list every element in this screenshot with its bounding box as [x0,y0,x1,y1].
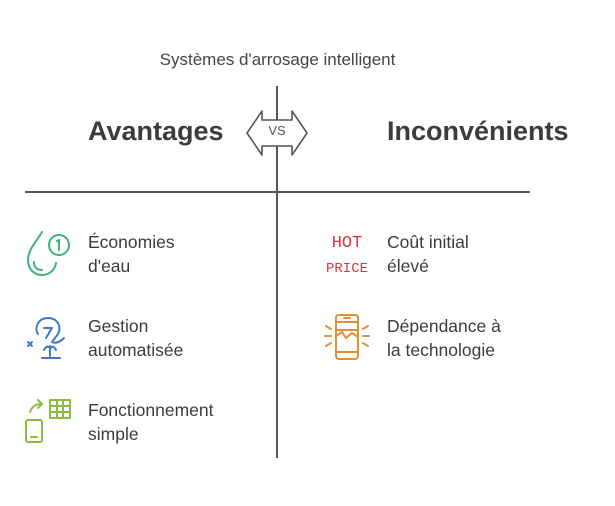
item-label-line2: automatisée [88,340,184,360]
item-water-savings: Économies d'eau [88,230,258,278]
item-label-line1: Dépendance à [387,316,501,336]
hot-price-icon: HOT PRICE [326,234,368,277]
item-label-line2: d'eau [88,256,131,276]
vs-label: VS [268,123,286,138]
disadvantages-heading: Inconvénients [387,116,569,146]
horizontal-divider [25,191,530,193]
robot-watering-icon [27,317,65,359]
item-label-line1: Gestion [88,316,149,336]
broken-phone-icon [324,314,370,360]
item-label-line2: la technologie [387,340,495,360]
item-label-line1: Coût initial [387,232,469,252]
vs-arrow-shape [246,110,308,156]
price-text: PRICE [326,261,368,277]
advantages-heading: Avantages [88,116,224,146]
phone-grid-icon [25,399,71,443]
hot-text: HOT [332,234,363,253]
item-label-line2: élevé [387,256,429,276]
item-label-line2: simple [88,424,139,444]
item-technology-dependence: Dépendance à la technologie [387,314,557,362]
water-drop-coin-icon [27,231,70,276]
vertical-divider [276,86,278,458]
diagram-title: Systèmes d'arrosage intelligent [159,50,396,69]
item-label-line1: Fonctionnement [88,400,214,420]
item-label-line1: Économies [88,232,175,252]
item-high-initial-cost: Coût initial élevé [387,230,557,278]
item-simple-operation: Fonctionnement simple [88,398,258,446]
item-automated-management: Gestion automatisée [88,314,258,362]
